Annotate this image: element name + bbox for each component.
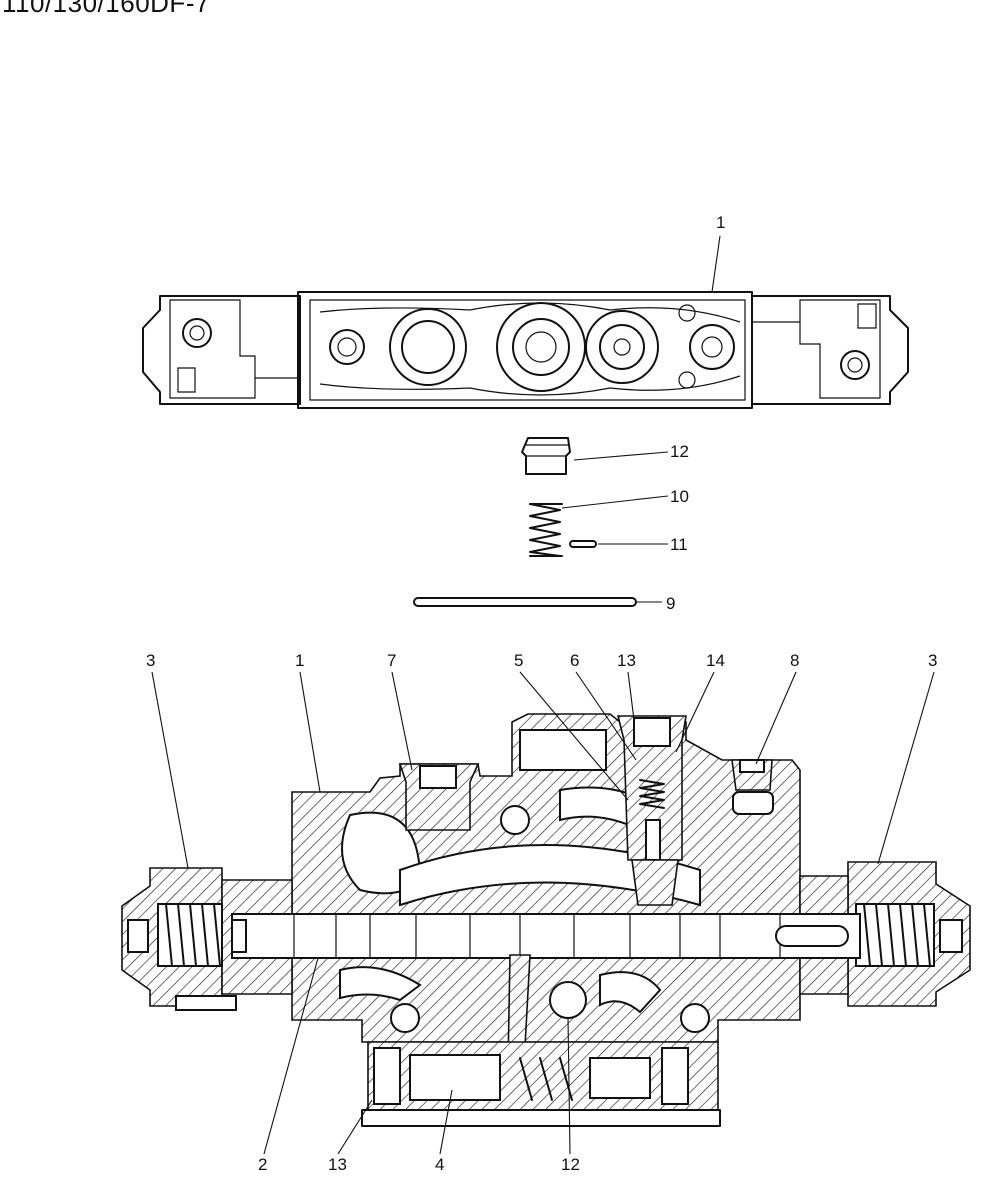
label-13-bottom: 13 bbox=[328, 1155, 347, 1174]
label-9: 9 bbox=[666, 594, 675, 613]
label-top-1: 1 bbox=[716, 213, 725, 232]
model-header: 110/130/160DF-7 bbox=[2, 0, 210, 18]
part-9-rod bbox=[413, 597, 637, 607]
label-3-left: 3 bbox=[146, 651, 155, 670]
section-view bbox=[121, 713, 971, 1127]
label-12-top: 12 bbox=[670, 442, 689, 461]
label-8: 8 bbox=[790, 651, 799, 670]
label-7: 7 bbox=[387, 651, 396, 670]
label-12-bottom: 12 bbox=[561, 1155, 580, 1174]
part-11-pin bbox=[569, 540, 597, 548]
label-10: 10 bbox=[670, 487, 689, 506]
leader-lines bbox=[151, 235, 935, 1155]
top-valve-body bbox=[142, 291, 909, 409]
label-2: 2 bbox=[258, 1155, 267, 1174]
part-10-spring bbox=[529, 503, 563, 557]
label-6: 6 bbox=[570, 651, 579, 670]
label-14: 14 bbox=[706, 651, 725, 670]
label-1-section: 1 bbox=[295, 651, 304, 670]
label-13-top: 13 bbox=[617, 651, 636, 670]
label-4: 4 bbox=[435, 1155, 444, 1174]
callout-labels: 1 12 10 11 9 3 1 7 5 6 13 14 8 3 2 13 4 … bbox=[146, 213, 937, 1174]
label-11: 11 bbox=[670, 535, 688, 554]
part-12-plug bbox=[521, 437, 571, 475]
label-5: 5 bbox=[514, 651, 523, 670]
label-3-right: 3 bbox=[928, 651, 937, 670]
